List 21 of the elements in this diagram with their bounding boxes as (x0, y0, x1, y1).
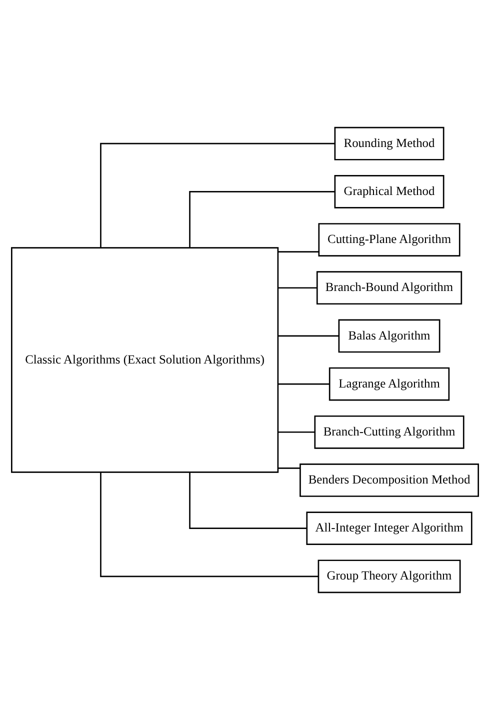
node-box: Lagrange Algorithm (328, 367, 450, 401)
node-box: Benders Decomposition Method (300, 464, 479, 497)
connector (278, 383, 330, 385)
connector (278, 468, 300, 469)
node-box: All-Integer Integer Algorithm (306, 512, 472, 546)
node-box: Branch-Bound Algorithm (316, 271, 462, 305)
node-box: Classic Algorithms (Exact Solution Algorithms) (11, 247, 279, 473)
connector (100, 472, 318, 578)
connector (278, 431, 315, 433)
node-box: Graphical Method (334, 174, 444, 208)
node-box: Branch-Cutting Algorithm (314, 415, 464, 449)
node-box: Cutting-Plane Algorithm (318, 223, 460, 256)
connector (189, 191, 335, 248)
node-box: Rounding Method (334, 126, 444, 160)
connector (278, 251, 319, 252)
node-box: Group Theory Algorithm (318, 560, 461, 594)
connector (278, 287, 317, 289)
connector (189, 472, 307, 529)
connector (278, 335, 339, 337)
node-box: Balas Algorithm (338, 319, 440, 353)
connector (100, 142, 335, 248)
